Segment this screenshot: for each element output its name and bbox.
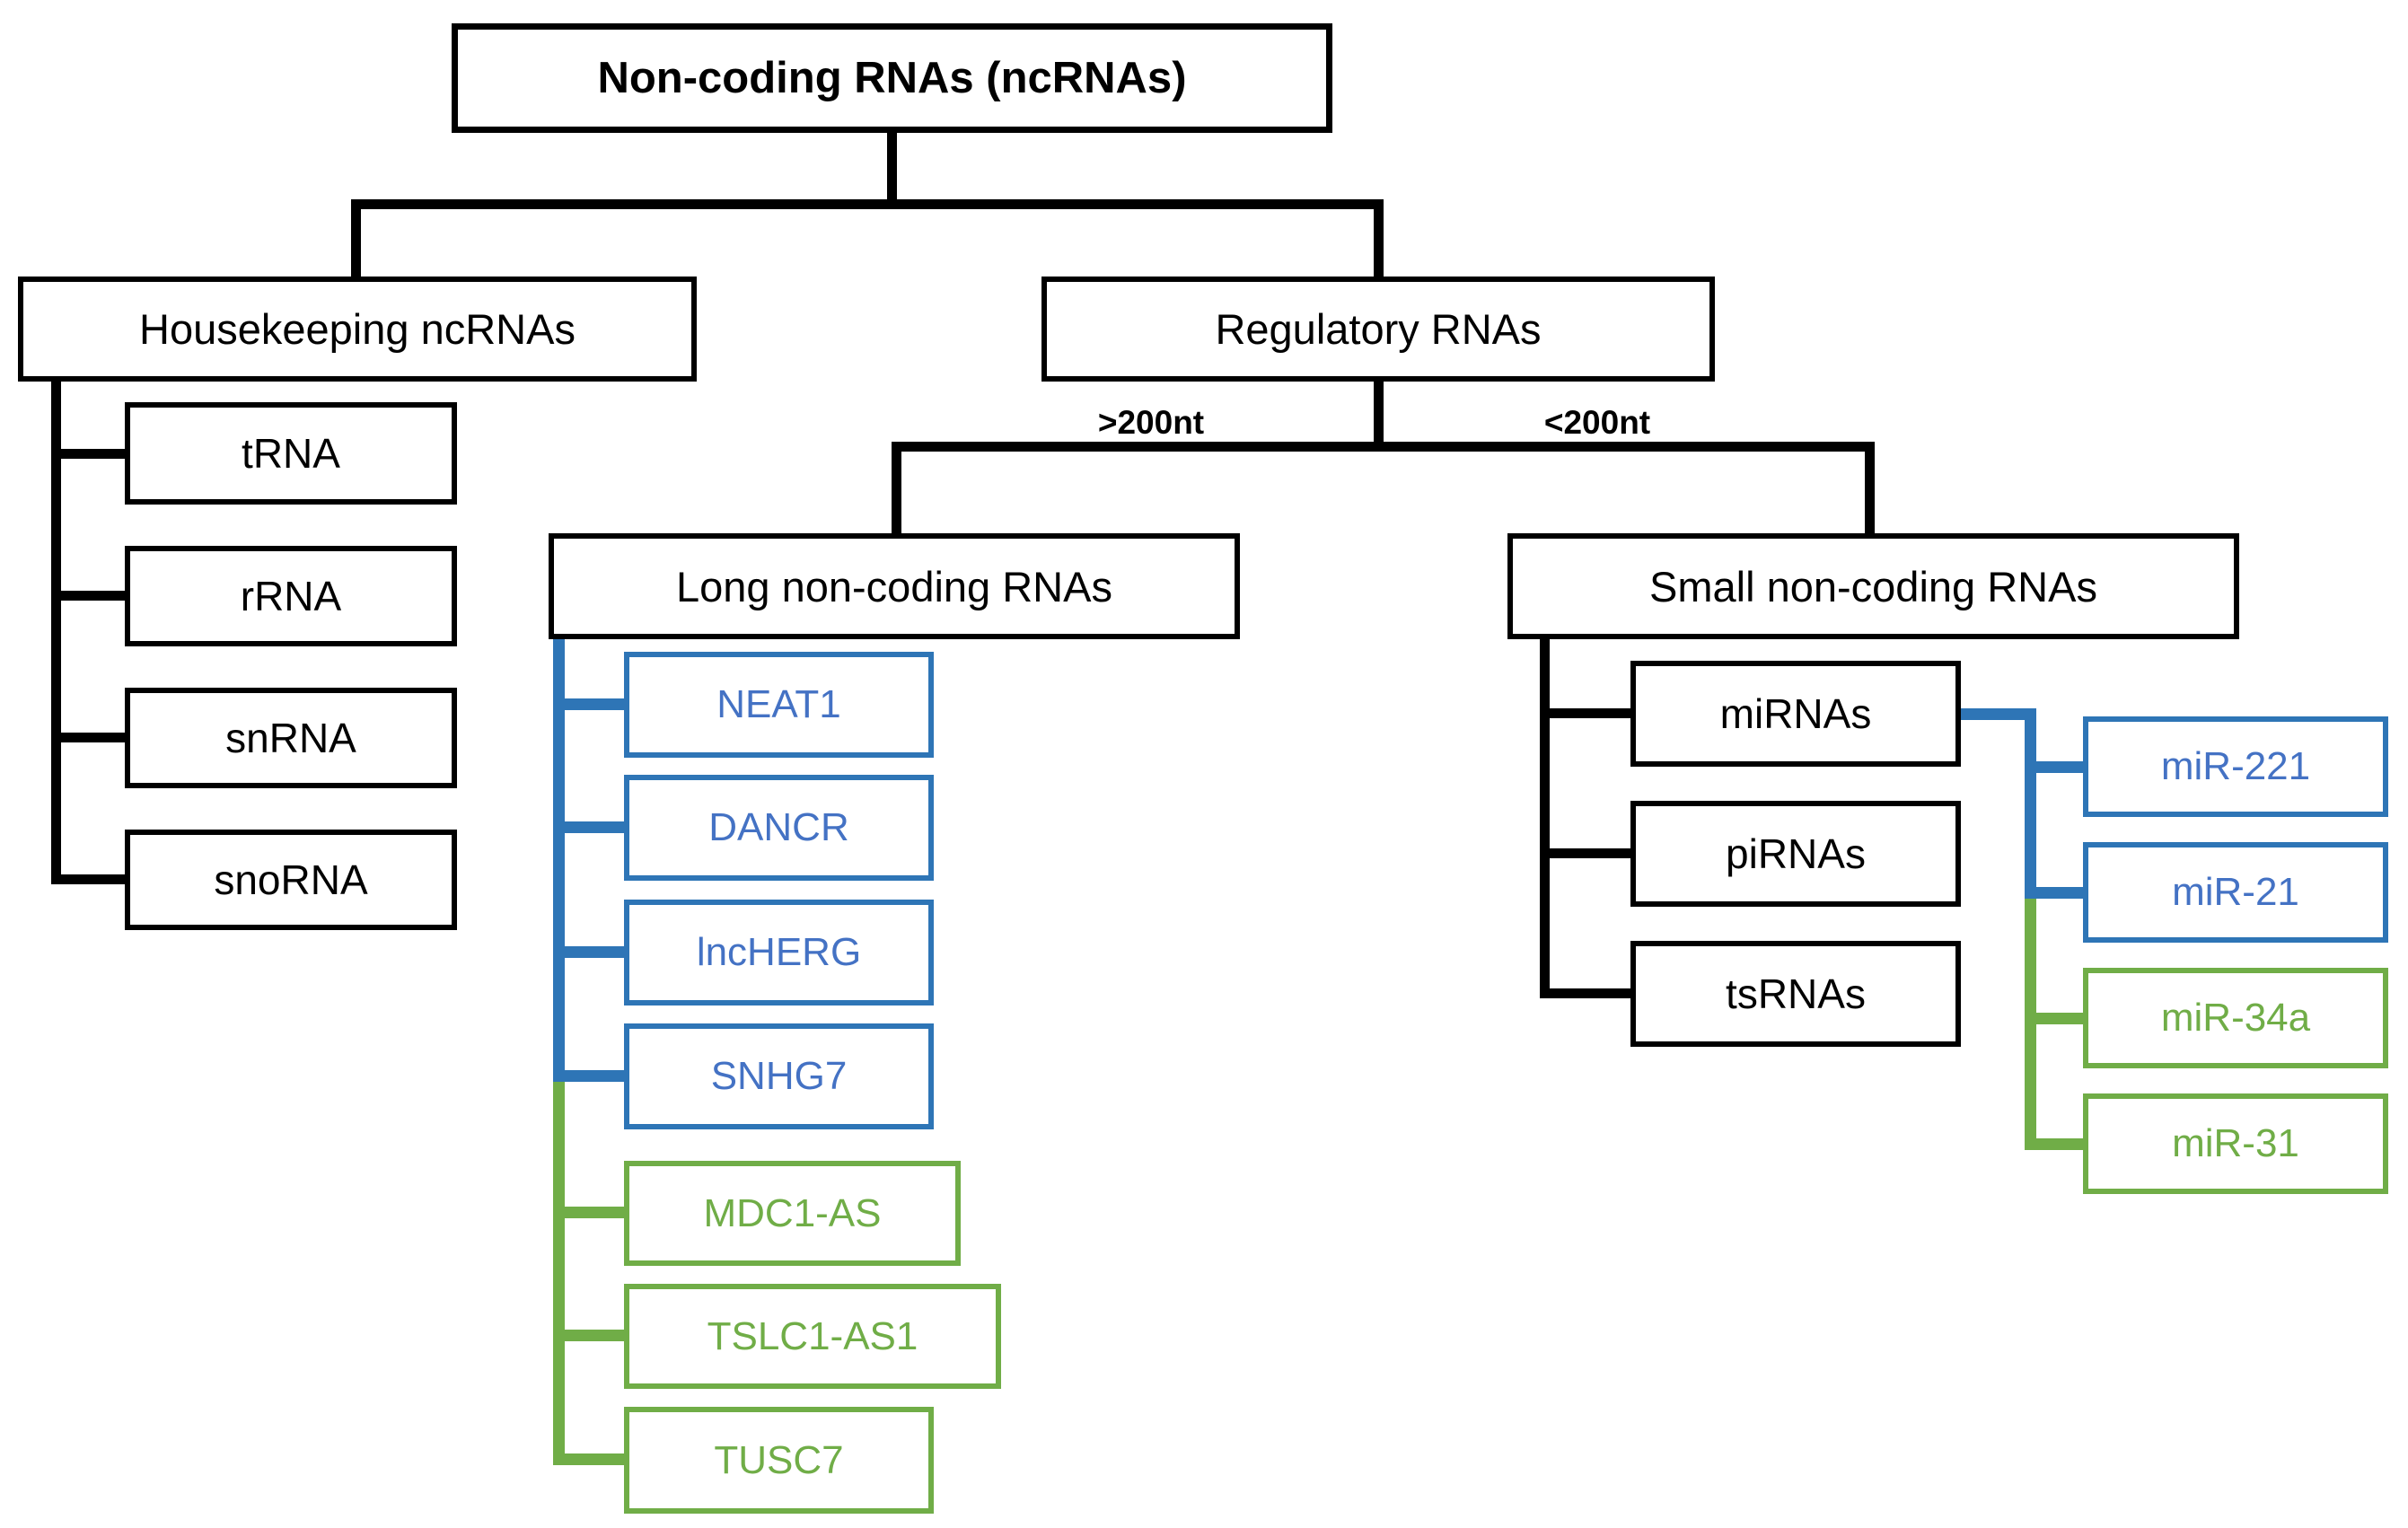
node-long-non-coding-rnas: Long non-coding RNAs xyxy=(549,533,1240,639)
edge-stub-mir-21 xyxy=(2025,887,2083,899)
node-mir-221: miR-221 xyxy=(2083,716,2388,817)
label-lt200nt: <200nt xyxy=(1543,404,1651,441)
edge-mirna-elbow xyxy=(1961,708,2036,720)
node-trna: tRNA xyxy=(125,402,457,505)
node-neat1: NEAT1 xyxy=(624,652,934,758)
edge-stub-mdc1-as xyxy=(553,1207,624,1218)
node-snrna: snRNA xyxy=(125,688,457,788)
node-dancr: DANCR xyxy=(624,775,934,881)
edge-title-down xyxy=(887,133,897,205)
node-mir-31: miR-31 xyxy=(2083,1093,2388,1194)
edge-stub-snhg7 xyxy=(553,1070,624,1082)
node-mirnas: miRNAs xyxy=(1630,661,1961,767)
edge-stub-mir-34a xyxy=(2025,1013,2083,1024)
edge-stub-rrna xyxy=(51,591,125,601)
node-tsrnas: tsRNAs xyxy=(1630,941,1961,1047)
edge-branch1-right-down xyxy=(1374,199,1384,285)
node-mdc1-as: MDC1-AS xyxy=(624,1161,961,1266)
node-rrna: rRNA xyxy=(125,546,457,646)
node-housekeeping-ncrnas: Housekeeping ncRNAs xyxy=(18,277,697,382)
node-regulatory-rnas: Regulatory RNAs xyxy=(1041,277,1715,382)
label-gt200nt: >200nt xyxy=(1097,404,1205,441)
node-snhg7: SNHG7 xyxy=(624,1023,934,1129)
edge-branch1-horizontal xyxy=(351,199,1384,209)
edge-stub-mir-31 xyxy=(2025,1138,2083,1150)
edge-branch2-left-down xyxy=(892,442,901,533)
edge-branch2-horizontal xyxy=(892,442,1875,452)
edge-stub-neat1 xyxy=(553,698,624,710)
edge-long-trunk-blue xyxy=(553,639,565,1081)
edge-stub-pirnas xyxy=(1540,848,1630,858)
node-small-non-coding-rnas: Small non-coding RNAs xyxy=(1507,533,2239,639)
node-lncherg: lncHERG xyxy=(624,900,934,1005)
node-tslc1-as1: TSLC1-AS1 xyxy=(624,1284,1001,1389)
edge-stub-dancr xyxy=(553,821,624,833)
edge-regulatory-down xyxy=(1374,382,1384,451)
edge-housekeeping-trunk xyxy=(51,382,61,884)
edge-branch1-left-down xyxy=(351,199,361,285)
node-mir-21: miR-21 xyxy=(2083,842,2388,943)
edge-stub-lncherg xyxy=(553,946,624,958)
edge-stub-mirnas xyxy=(1540,708,1630,718)
node-tusc7: TUSC7 xyxy=(624,1407,934,1514)
node-title: Non-coding RNAs (ncRNAs) xyxy=(452,23,1332,133)
edge-stub-tslc1-as1 xyxy=(553,1330,624,1341)
node-pirnas: piRNAs xyxy=(1630,801,1961,907)
edge-mirna-trunk-blue xyxy=(2025,708,2036,898)
edge-stub-trna xyxy=(51,449,125,459)
edge-long-trunk-green xyxy=(553,1076,565,1465)
edge-stub-tsrnas xyxy=(1540,988,1630,998)
edge-stub-tusc7 xyxy=(553,1453,624,1465)
edge-branch2-right-down xyxy=(1865,442,1875,533)
edge-stub-snrna xyxy=(51,733,125,742)
node-snorna: snoRNA xyxy=(125,830,457,930)
edge-stub-mir-221 xyxy=(2025,761,2083,773)
edge-small-trunk xyxy=(1540,639,1550,998)
node-mir-34a: miR-34a xyxy=(2083,968,2388,1068)
edge-stub-snorna xyxy=(51,874,125,884)
